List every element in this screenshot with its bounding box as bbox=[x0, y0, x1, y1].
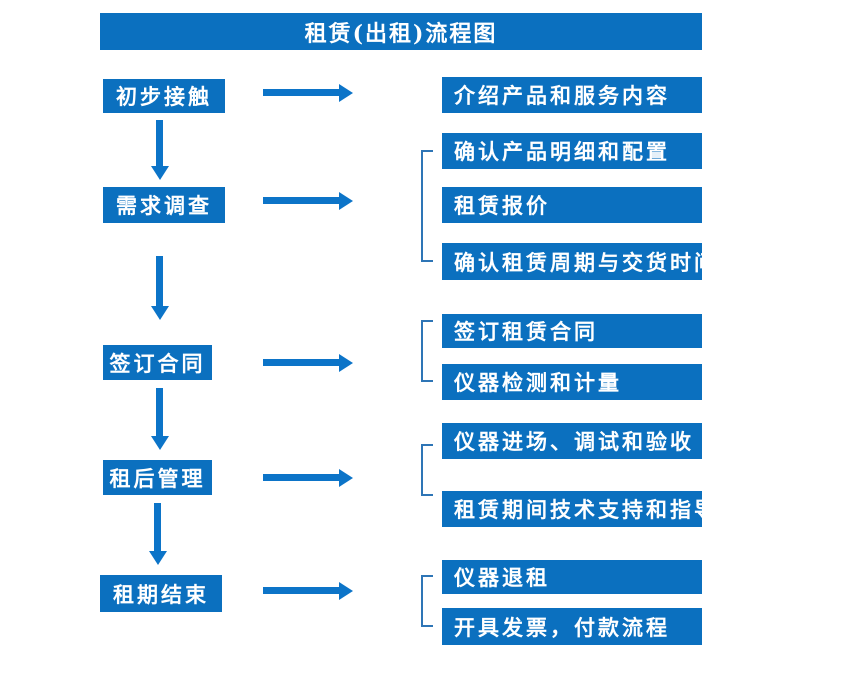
output-box-rental-quote: 租赁报价 bbox=[442, 187, 702, 223]
flowchart-title: 租赁(出租)流程图 bbox=[304, 20, 498, 47]
arrow-down-icon-1 bbox=[156, 120, 163, 166]
step-box-sign-contract: 签订合同 bbox=[103, 345, 212, 380]
step-box-post-rental-management: 租后管理 bbox=[103, 460, 212, 495]
flowchart-title-bar: 租赁(出租)流程图 bbox=[100, 13, 702, 50]
bracket-group-demand-survey bbox=[421, 150, 433, 262]
bracket-group-sign-contract bbox=[421, 320, 433, 382]
output-box-confirm-product-details: 确认产品明细和配置 bbox=[442, 133, 702, 169]
arrow-right-icon-5 bbox=[263, 587, 339, 594]
arrow-down-icon-2 bbox=[156, 256, 163, 306]
output-box-technical-support: 租赁期间技术支持和指导 bbox=[442, 491, 715, 527]
output-box-sign-rental-contract: 签订租赁合同 bbox=[442, 314, 702, 348]
bracket-group-post-management bbox=[421, 444, 433, 496]
arrow-right-icon-2 bbox=[263, 197, 339, 204]
arrow-right-icon-1 bbox=[263, 89, 339, 96]
arrow-right-icon-4 bbox=[263, 474, 339, 481]
output-box-instrument-entry: 仪器进场、调试和验收 bbox=[442, 423, 702, 459]
arrow-right-icon-3 bbox=[263, 359, 339, 366]
output-box-invoice-payment: 开具发票，付款流程 bbox=[442, 608, 702, 645]
output-box-instrument-return: 仪器退租 bbox=[442, 560, 702, 594]
step-box-initial-contact: 初步接触 bbox=[103, 79, 225, 113]
bracket-group-rental-end bbox=[421, 575, 433, 627]
output-box-introduce-products: 介绍产品和服务内容 bbox=[442, 77, 702, 113]
output-box-confirm-rental-period: 确认租赁周期与交货时间 bbox=[442, 243, 715, 280]
arrow-down-icon-4 bbox=[154, 503, 161, 551]
arrow-down-icon-3 bbox=[156, 388, 163, 436]
step-box-demand-survey: 需求调查 bbox=[103, 187, 225, 223]
step-box-rental-end: 租期结束 bbox=[100, 575, 222, 612]
output-box-instrument-testing: 仪器检测和计量 bbox=[442, 364, 702, 400]
